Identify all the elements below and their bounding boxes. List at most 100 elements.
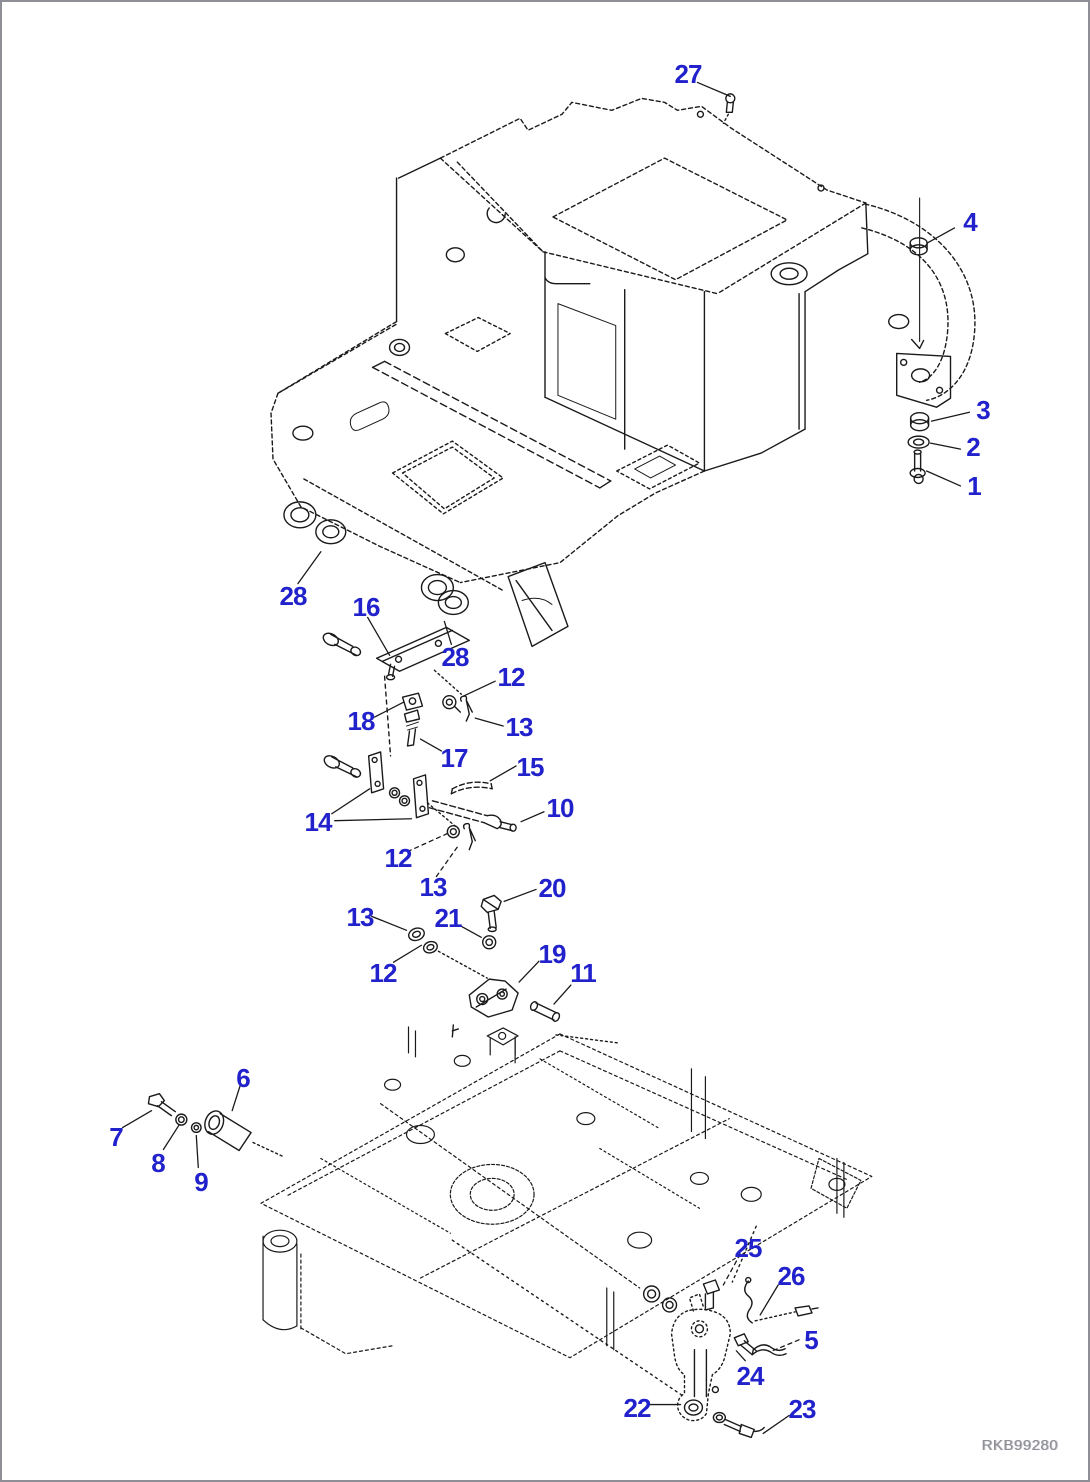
leader-line: [419, 738, 443, 752]
callout-12: 12: [369, 958, 398, 988]
drawing-code: RKB99280: [981, 1437, 1058, 1454]
callout-20: 20: [538, 873, 567, 903]
callout-15: 15: [516, 752, 545, 782]
middle-parts-drawing: [322, 626, 619, 1044]
leader-line: [696, 81, 731, 98]
washer-8-drawing: [175, 1113, 188, 1126]
pin-12b-drawing: [446, 824, 461, 839]
leader-line: [474, 717, 504, 727]
callout-13: 13: [505, 712, 534, 742]
link-10-drawing: [428, 800, 517, 832]
leader-line: [367, 616, 391, 656]
leader-line: [443, 620, 452, 646]
leader-line: [553, 984, 572, 1005]
callout-7: 7: [109, 1122, 124, 1152]
callout-23: 23: [788, 1394, 817, 1424]
cotter-pin-13-drawing: [459, 695, 473, 722]
leader-line: [759, 1284, 779, 1316]
leader-line: [735, 1350, 746, 1362]
leader-line: [231, 1085, 241, 1112]
lever-19-drawing: [468, 978, 519, 1018]
leader-line: [392, 944, 423, 963]
leader-line: [297, 551, 322, 585]
leader-line: [162, 1123, 180, 1151]
callout-8: 8: [151, 1148, 166, 1178]
pin-6-drawing: [204, 1110, 252, 1152]
callout-3: 3: [976, 395, 991, 425]
screw-27-drawing: [722, 93, 736, 124]
leader-line: [121, 1109, 153, 1129]
callout-16: 16: [352, 592, 381, 622]
cotter-pin-13b-drawing: [462, 822, 476, 851]
callout-13: 13: [346, 902, 375, 932]
callout-21: 21: [434, 903, 463, 933]
leader-line: [460, 925, 482, 938]
bolt-1-drawing: [909, 449, 926, 485]
nut-4-drawing: [909, 237, 928, 256]
callout-24: 24: [736, 1361, 765, 1391]
leader-line: [489, 765, 517, 782]
bracket-22-drawing: [670, 1293, 732, 1422]
callout-22: 22: [623, 1393, 652, 1423]
callout-12: 12: [384, 843, 413, 873]
upper-body-drawing: [270, 93, 869, 648]
lock-pin-knob-2-drawing: [323, 755, 362, 778]
leader-line: [435, 844, 459, 878]
leader-line: [373, 701, 405, 718]
pin-11-drawing: [529, 1001, 561, 1022]
leader-line: [503, 888, 537, 903]
callout-19: 19: [538, 939, 567, 969]
leader-line: [406, 832, 450, 853]
bottom-parts-drawing: [451, 1225, 819, 1439]
callout-12: 12: [497, 662, 526, 692]
washer-21-drawing: [482, 935, 497, 950]
leader-line: [926, 227, 956, 244]
callout-26: 26: [777, 1261, 806, 1291]
nut-18-drawing: [401, 692, 424, 711]
leader-line: [518, 960, 540, 983]
washer-2-drawing: [907, 435, 930, 449]
spring-pin-15-drawing: [450, 781, 493, 795]
leader-line: [929, 442, 962, 450]
rod-23-drawing: [712, 1411, 765, 1439]
leader-line: [195, 1134, 199, 1169]
callout-18: 18: [347, 706, 376, 736]
nut-3-drawing: [909, 412, 930, 432]
leader-line: [769, 1339, 800, 1353]
leader-line: [925, 470, 962, 487]
leader-lines: [121, 81, 971, 1435]
callout-27: 27: [674, 59, 703, 89]
leader-line: [370, 915, 408, 931]
bolt-7-drawing: [147, 1093, 177, 1117]
callout-25: 25: [734, 1233, 763, 1263]
washer-9-drawing: [190, 1122, 202, 1134]
wire-26-drawing: [744, 1276, 819, 1324]
bracket-16-drawing: [375, 626, 470, 681]
callout-9: 9: [194, 1167, 209, 1197]
callout-2: 2: [966, 432, 981, 462]
callout-1: 1: [967, 471, 982, 501]
callout-14: 14: [304, 807, 333, 837]
leader-line: [331, 788, 371, 815]
leader-line: [334, 818, 413, 822]
bolt-17-drawing: [403, 709, 421, 747]
leader-line: [762, 1414, 790, 1435]
clip-5-drawing: [751, 1344, 787, 1357]
callout-10: 10: [546, 793, 575, 823]
callout-17: 17: [440, 743, 469, 773]
callout-28: 28: [279, 581, 308, 611]
callout-13: 13: [419, 872, 448, 902]
bracket-14-drawing: [367, 751, 430, 819]
leader-line: [462, 680, 496, 697]
callout-28: 28: [441, 642, 470, 672]
lower-frame-drawing: [260, 1026, 873, 1359]
leader-line: [930, 411, 971, 422]
callout-5: 5: [804, 1325, 819, 1355]
left-parts-drawing: [147, 1093, 284, 1158]
washer-13c-drawing: [408, 927, 425, 942]
callout-4: 4: [963, 207, 978, 237]
bolt-24-drawing: [733, 1333, 757, 1356]
washer-12c-drawing: [422, 940, 438, 954]
